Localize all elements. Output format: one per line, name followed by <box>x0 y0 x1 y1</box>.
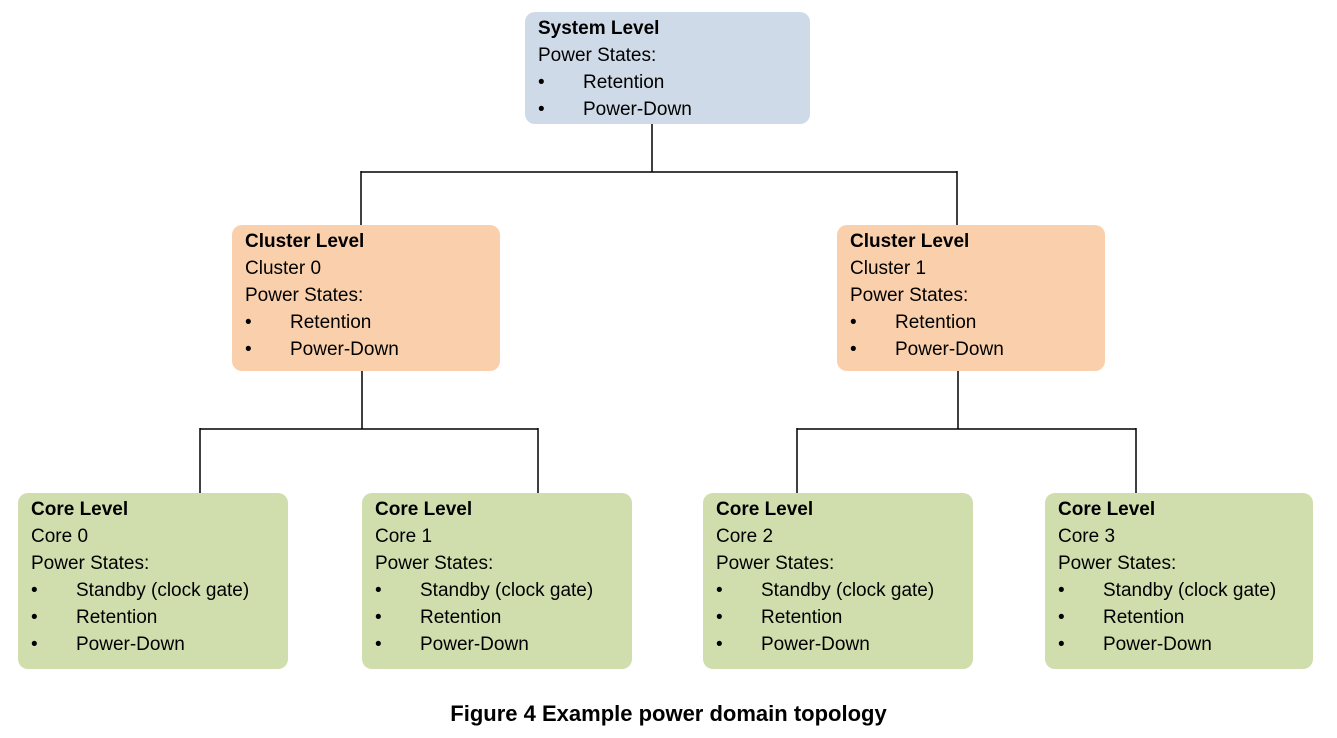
power-state-item: • Power-Down <box>245 336 492 363</box>
figure-caption: Figure 4 Example power domain topology <box>450 701 887 726</box>
power-states-list: • Standby (clock gate) • Retention • Pow… <box>716 577 965 658</box>
power-states-list: • Standby (clock gate) • Retention • Pow… <box>31 577 280 658</box>
power-state-label: Retention <box>761 607 843 628</box>
power-state-label: Retention <box>420 607 502 628</box>
node-instance-name: Cluster 1 <box>850 258 927 279</box>
node-title: System Level <box>538 18 660 39</box>
bullet-icon: • <box>31 634 38 655</box>
bullet-icon: • <box>538 99 545 120</box>
node-title: Core Level <box>716 499 814 520</box>
bullet-icon: • <box>538 72 545 93</box>
power-states-label: Power States: <box>245 285 364 306</box>
power-state-item: • Standby (clock gate) <box>716 577 965 604</box>
power-state-label: Retention <box>1103 607 1185 628</box>
power-states-list: • Retention • Power-Down <box>850 309 1097 363</box>
power-state-label: Power-Down <box>583 99 692 120</box>
node-cluster-0: Cluster Level Cluster 0 Power States: • … <box>232 225 500 371</box>
node-instance-name: Core 1 <box>375 526 433 547</box>
power-state-label: Power-Down <box>420 634 529 655</box>
power-state-item: • Retention <box>1058 604 1305 631</box>
power-states-label: Power States: <box>850 285 969 306</box>
node-core-0: Core Level Core 0 Power States: • Standb… <box>18 493 288 669</box>
node-core-3: Core Level Core 3 Power States: • Standb… <box>1045 493 1313 669</box>
bullet-icon: • <box>1058 634 1065 655</box>
power-state-item: • Power-Down <box>31 631 280 658</box>
node-core-2: Core Level Core 2 Power States: • Standb… <box>703 493 973 669</box>
power-state-item: • Retention <box>245 309 492 336</box>
power-state-item: • Power-Down <box>1058 631 1305 658</box>
power-state-label: Power-Down <box>761 634 870 655</box>
power-state-label: Retention <box>76 607 158 628</box>
bullet-icon: • <box>31 607 38 628</box>
node-title: Cluster Level <box>245 231 365 252</box>
node-title: Core Level <box>1058 499 1156 520</box>
power-state-label: Retention <box>583 72 665 93</box>
node-title: Core Level <box>31 499 129 520</box>
power-state-item: • Retention <box>538 69 802 96</box>
power-states-label: Power States: <box>538 45 657 66</box>
power-state-item: • Power-Down <box>716 631 965 658</box>
power-state-label: Retention <box>290 312 372 333</box>
power-states-list: • Retention • Power-Down <box>538 69 802 123</box>
power-state-item: • Standby (clock gate) <box>31 577 280 604</box>
power-state-label: Power-Down <box>290 339 399 360</box>
node-title: Cluster Level <box>850 231 970 252</box>
power-state-item: • Power-Down <box>850 336 1097 363</box>
bullet-icon: • <box>716 607 723 628</box>
node-system-level: System Level Power States: • Retention •… <box>525 12 810 124</box>
power-states-list: • Standby (clock gate) • Retention • Pow… <box>375 577 624 658</box>
power-state-label: Power-Down <box>895 339 1004 360</box>
power-states-list: • Retention • Power-Down <box>245 309 492 363</box>
power-states-label: Power States: <box>716 553 835 574</box>
bullet-icon: • <box>375 634 382 655</box>
power-state-item: • Standby (clock gate) <box>375 577 624 604</box>
node-instance-name: Cluster 0 <box>245 258 322 279</box>
power-state-item: • Retention <box>850 309 1097 336</box>
node-cluster-1: Cluster Level Cluster 1 Power States: • … <box>837 225 1105 371</box>
bullet-icon: • <box>716 634 723 655</box>
node-instance-name: Core 0 <box>31 526 89 547</box>
node-instance-name: Core 2 <box>716 526 774 547</box>
power-state-item: • Retention <box>716 604 965 631</box>
power-state-label: Power-Down <box>76 634 185 655</box>
bullet-icon: • <box>245 339 252 360</box>
bullet-icon: • <box>31 580 38 601</box>
power-states-label: Power States: <box>1058 553 1177 574</box>
bullet-icon: • <box>1058 607 1065 628</box>
power-state-item: • Power-Down <box>375 631 624 658</box>
bullet-icon: • <box>375 607 382 628</box>
bullet-icon: • <box>375 580 382 601</box>
power-state-item: • Standby (clock gate) <box>1058 577 1305 604</box>
power-state-label: Standby (clock gate) <box>761 580 935 601</box>
power-states-label: Power States: <box>375 553 494 574</box>
node-instance-name: Core 3 <box>1058 526 1116 547</box>
power-state-item: • Power-Down <box>538 96 802 123</box>
power-states-label: Power States: <box>31 553 150 574</box>
bullet-icon: • <box>1058 580 1065 601</box>
power-states-list: • Standby (clock gate) • Retention • Pow… <box>1058 577 1305 658</box>
power-state-item: • Retention <box>31 604 280 631</box>
power-state-label: Power-Down <box>1103 634 1212 655</box>
bullet-icon: • <box>716 580 723 601</box>
bullet-icon: • <box>245 312 252 333</box>
bullet-icon: • <box>850 339 857 360</box>
power-state-label: Standby (clock gate) <box>1103 580 1277 601</box>
bullet-icon: • <box>850 312 857 333</box>
node-core-1: Core Level Core 1 Power States: • Standb… <box>362 493 632 669</box>
power-state-item: • Retention <box>375 604 624 631</box>
power-state-label: Standby (clock gate) <box>420 580 594 601</box>
power-state-label: Standby (clock gate) <box>76 580 250 601</box>
node-title: Core Level <box>375 499 473 520</box>
power-state-label: Retention <box>895 312 977 333</box>
